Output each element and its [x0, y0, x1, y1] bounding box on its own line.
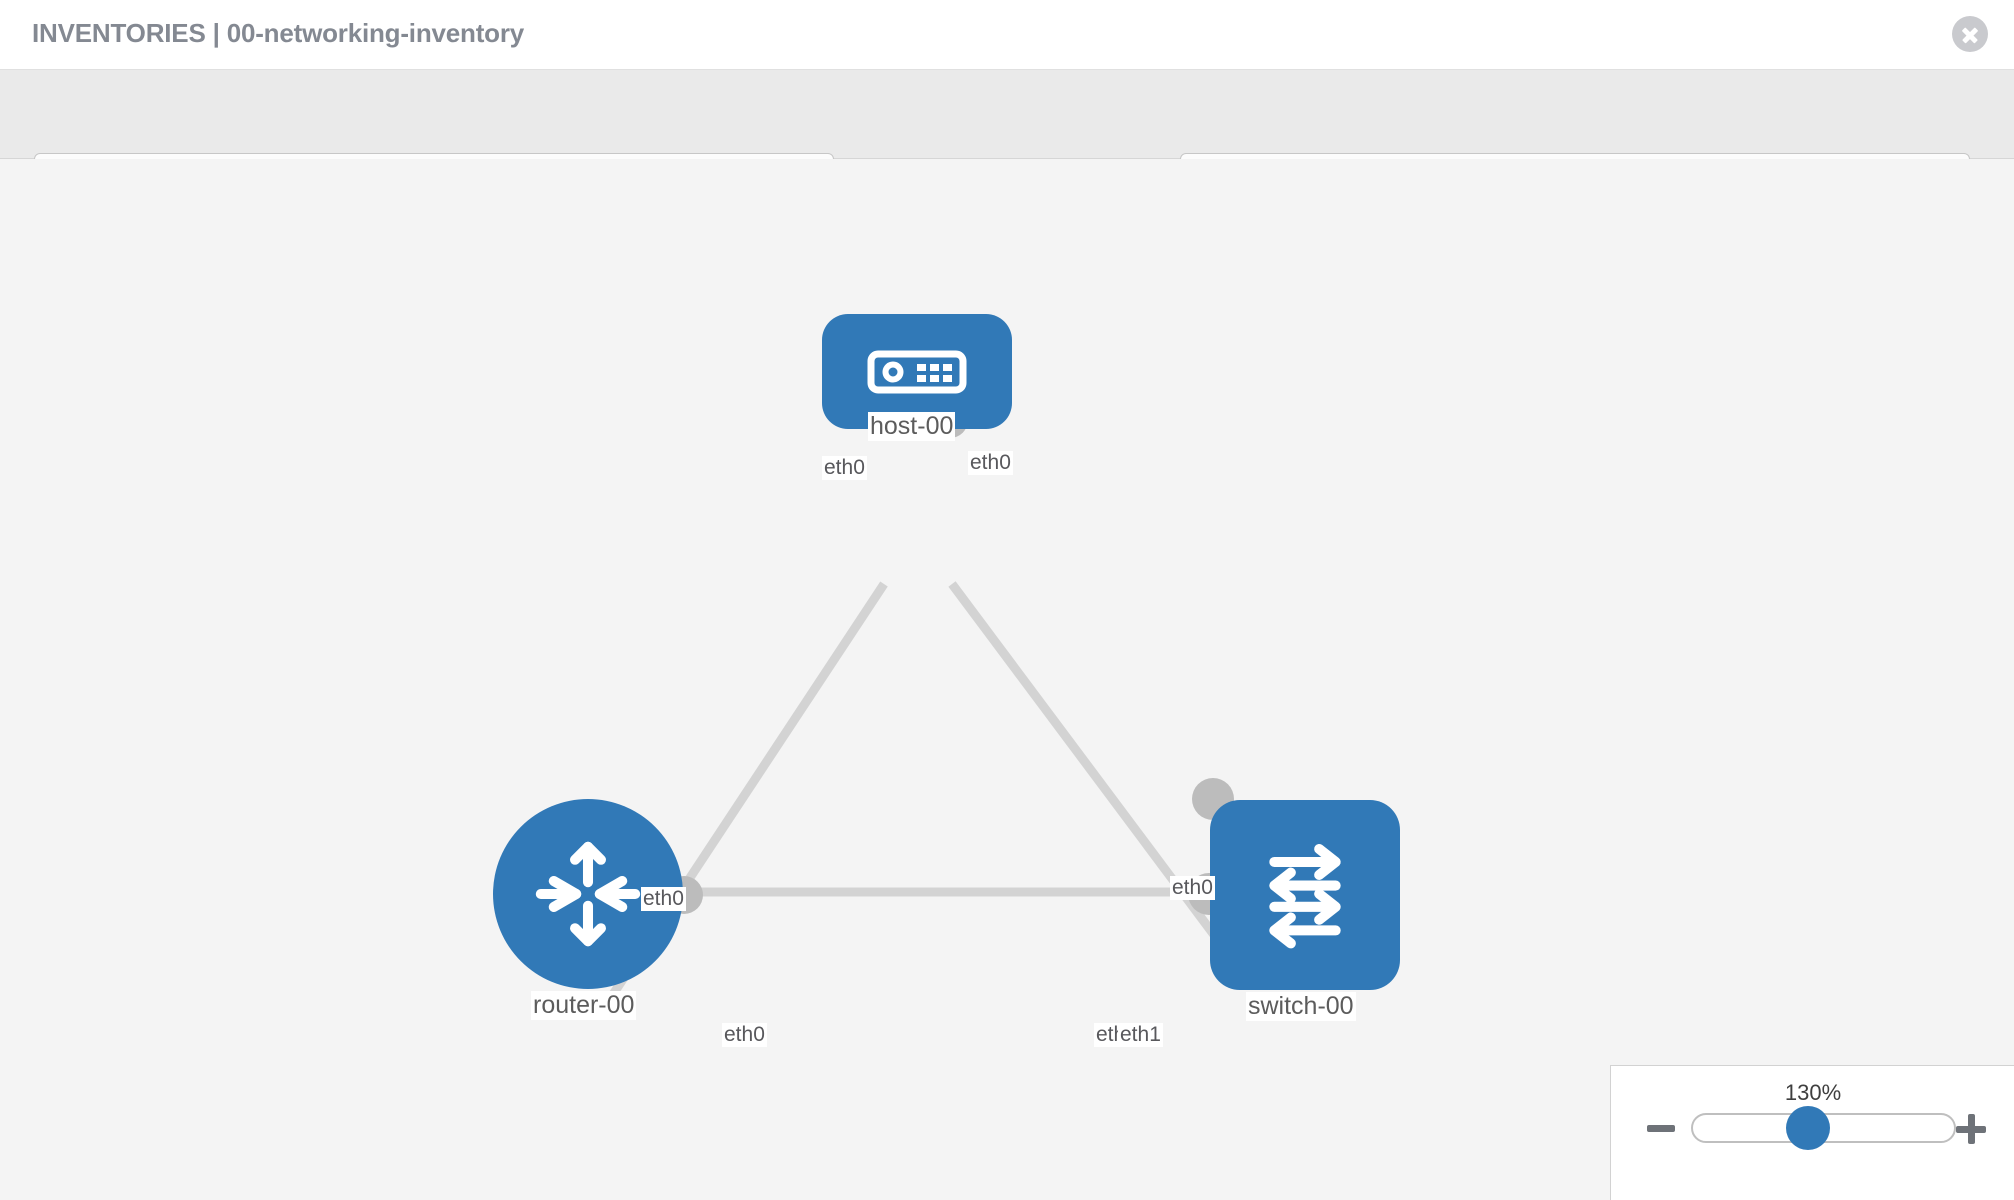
node-label-switch-00: switch-00	[1246, 992, 1356, 1021]
edge-label-router-eth0-up: eth0	[641, 887, 686, 911]
plus-icon-vertical	[1967, 1114, 1975, 1144]
router-icon	[535, 841, 641, 947]
edge-label-host-eth0-left: eth0	[822, 456, 867, 480]
node-label-router-00: router-00	[531, 991, 637, 1020]
node-label-host-00: host-00	[868, 412, 956, 441]
switch-icon-container[interactable]	[1210, 800, 1400, 990]
router-icon-container[interactable]	[493, 799, 683, 989]
host-icon-container[interactable]	[822, 314, 1012, 429]
edge-label-switch-eth0-up: eth0	[1170, 876, 1215, 900]
edge-label-router-eth0-right: eth0	[722, 1023, 767, 1047]
page-header: INVENTORIES | 00-networking-inventory	[0, 0, 2014, 70]
page-title: INVENTORIES | 00-networking-inventory	[32, 18, 525, 48]
topology-node-host-00[interactable]: host-00	[822, 314, 1012, 441]
topology-canvas[interactable]: host-00 eth0 eth0 router-00 eth0 eth0	[0, 159, 2014, 1200]
edge-label-host-eth0-right: eth0	[968, 451, 1013, 475]
zoom-slider-thumb[interactable]	[1786, 1106, 1830, 1150]
zoom-level-label: 130%	[1784, 1080, 1842, 1105]
toolbar: ACTIONS SEARCH	[0, 70, 2014, 205]
edge-label-switch-eth1-left: eth1	[1118, 1023, 1163, 1047]
close-icon[interactable]	[1952, 16, 1988, 52]
zoom-control[interactable]: 130%	[1610, 1065, 2014, 1200]
minus-icon[interactable]	[1647, 1125, 1675, 1132]
topology-node-switch-00[interactable]: switch-00	[1188, 778, 1400, 1021]
switch-icon	[1269, 843, 1341, 949]
plus-icon[interactable]	[1956, 1114, 1986, 1144]
server-icon	[867, 350, 967, 393]
